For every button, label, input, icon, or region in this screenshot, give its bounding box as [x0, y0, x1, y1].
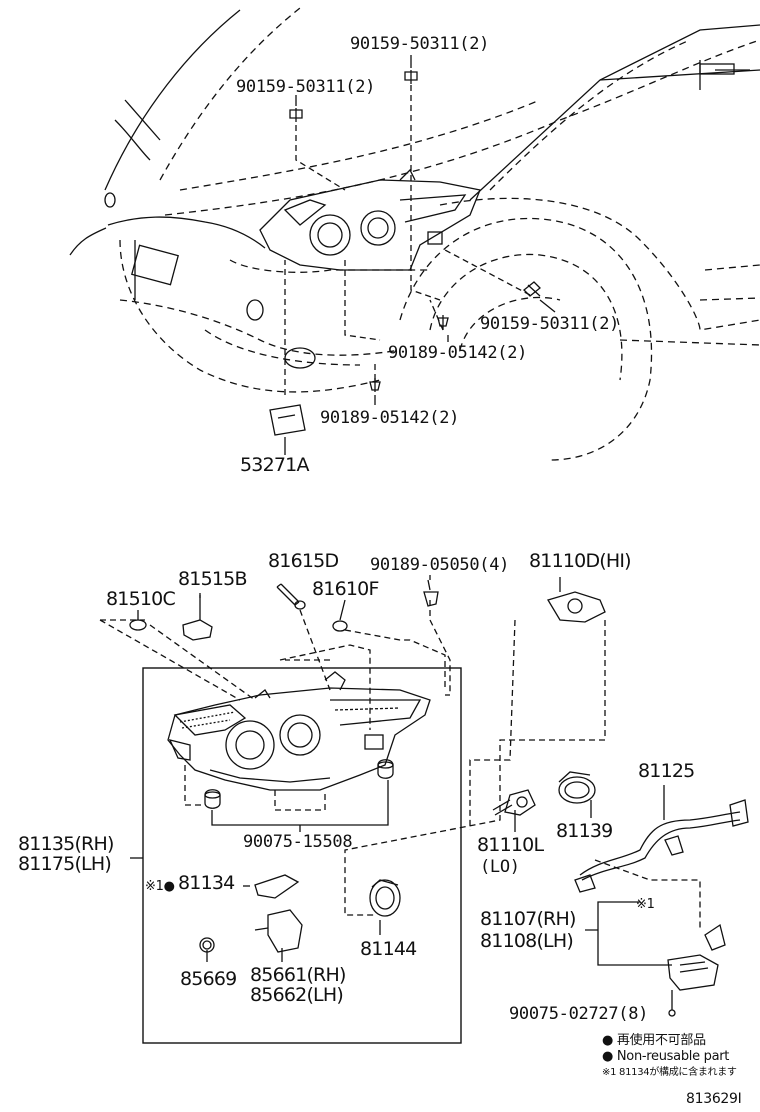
label-81110l: 81110L — [477, 834, 544, 856]
gasket-81134 — [254, 874, 300, 899]
label-bracket-53271a: 53271A — [240, 454, 309, 476]
lamp-81510c — [129, 610, 147, 631]
label-81110l-lo: (LO) — [480, 857, 520, 877]
label-90075-15508: 90075-15508 — [243, 832, 353, 852]
bulb-81615d — [276, 583, 306, 610]
assembly-frame — [142, 667, 462, 1044]
label-81135-rh: 81135(RH) — [18, 833, 114, 855]
cap-81139 — [558, 771, 596, 804]
socket-81515b — [182, 595, 213, 641]
headlamp-assembly — [167, 671, 431, 791]
label-clip-bottom: 90189-05142(2) — [320, 408, 460, 428]
bulb-81110d — [547, 577, 606, 623]
label-bolt-right: 90159-50311(2) — [480, 314, 620, 334]
motor-85661 — [254, 909, 303, 953]
upper-leaders — [284, 85, 531, 395]
label-bolt-left: 90159-50311(2) — [236, 77, 376, 97]
label-81110d: 81110D(HI) — [529, 550, 632, 572]
label-85661-rh: 85661(RH) — [250, 964, 346, 986]
label-85669: 85669 — [180, 968, 237, 990]
headlamp-installed — [259, 168, 481, 271]
label-81107-rh: 81107(RH) — [480, 908, 576, 930]
label-90189-05050: 90189-05050(4) — [370, 555, 510, 575]
label-81134-mark: ※1● — [145, 879, 175, 894]
lower-dashed-leaders — [99, 600, 701, 930]
vehicle-outline — [69, 7, 760, 461]
label-81175-lh: 81175(LH) — [18, 853, 112, 875]
legend-non-reusable-jp: ● 再使用不可部品 — [602, 1033, 706, 1048]
label-81139: 81139 — [556, 820, 613, 842]
label-85662-lh: 85662(LH) — [250, 984, 344, 1006]
oring-85669 — [199, 937, 215, 953]
screw-90075-02727 — [668, 1009, 676, 1017]
seal-81144 — [369, 879, 401, 917]
legend-note: ※1 81134が構成に含まれます — [602, 1067, 737, 1078]
seal-rings — [204, 759, 394, 809]
lamp-81610f — [332, 599, 348, 632]
label-81144: 81144 — [360, 938, 417, 960]
bulb-81110l — [492, 789, 536, 816]
label-81510c: 81510C — [106, 588, 176, 610]
label-bolt-top: 90159-50311(2) — [350, 34, 490, 54]
label-clip-right: 90189-05142(2) — [388, 343, 528, 363]
label-81125: 81125 — [638, 760, 695, 782]
label-81108-lh: 81108(LH) — [480, 930, 574, 952]
label-81134: 81134 — [178, 872, 235, 894]
label-81107-note: ※1 — [636, 897, 655, 912]
clip-90189-05050 — [423, 579, 439, 607]
figure-id: 813629I — [686, 1091, 742, 1107]
ballast-81107 — [667, 923, 726, 991]
harness-81125 — [574, 799, 749, 893]
label-90075-02727: 90075-02727(8) — [509, 1004, 649, 1024]
label-81515b: 81515B — [178, 568, 247, 590]
legend-non-reusable-en: ● Non-reusable part — [602, 1049, 730, 1064]
lower-leaders — [130, 780, 673, 1010]
label-81615d: 81615D — [268, 550, 339, 572]
label-81610f: 81610F — [312, 578, 379, 600]
upper-fasteners — [269, 70, 541, 436]
